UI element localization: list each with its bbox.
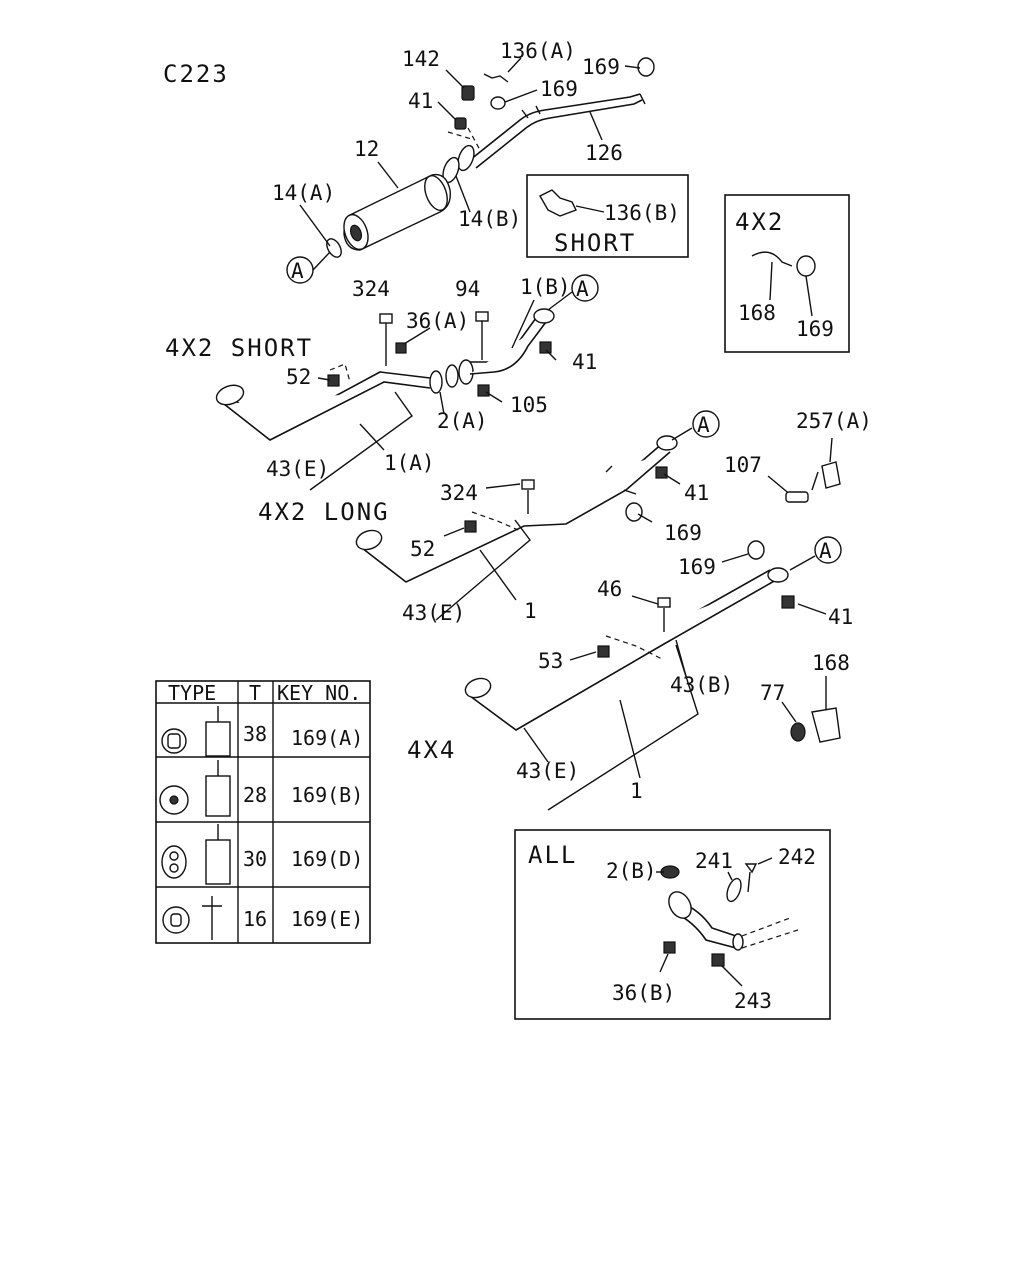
svg-text:169: 169 [582,55,620,79]
svg-text:14(B): 14(B) [458,207,521,231]
muffler [343,173,451,251]
svg-text:324: 324 [440,481,478,505]
svg-text:169: 169 [678,555,716,579]
svg-text:A: A [576,277,589,301]
svg-text:41: 41 [828,605,853,629]
svg-text:52: 52 [286,365,311,389]
svg-text:52: 52 [410,537,435,561]
svg-text:94: 94 [455,277,480,301]
table-header-type: TYPE [168,681,216,705]
svg-text:142: 142 [402,47,440,71]
table-row-t: 16 [243,907,267,931]
svg-text:241: 241 [695,849,733,873]
svg-text:136(A): 136(A) [500,39,576,63]
table-row-t: 30 [243,847,267,871]
svg-text:169: 169 [540,77,578,101]
svg-text:1(B): 1(B) [520,275,571,299]
section-4x4: 4X4 A 169 46 41 53 43(B) 43(E) 1 [407,536,853,811]
table-row-t: 28 [243,783,267,807]
svg-text:53: 53 [538,649,563,673]
svg-text:2(B): 2(B) [606,859,657,883]
svg-text:A: A [819,539,832,563]
hanger-169-right [637,57,655,77]
inset-4x2: 4X2 168 169 [724,194,850,353]
svg-text:43(E): 43(E) [266,457,329,481]
svg-text:257(A): 257(A) [796,409,872,433]
svg-text:41: 41 [684,481,709,505]
svg-text:77: 77 [760,681,785,705]
svg-text:136(B): 136(B) [604,201,680,225]
svg-text:36(B): 36(B) [612,981,675,1005]
svg-text:324: 324 [352,277,390,301]
diagram-id: C223 [163,60,229,88]
hanger-169-top [490,96,506,110]
table-header-t: T [249,681,261,705]
svg-text:36(A): 36(A) [406,309,469,333]
table-row-key: 169(E) [291,907,363,931]
svg-text:12: 12 [354,137,379,161]
muffler-assembly: A 142 136(A) 169 169 41 12 14(A) 14(B) 1… [272,39,655,284]
connector-a-4x4 [814,536,842,564]
table-row-key: 169(D) [291,847,363,871]
svg-text:243: 243 [734,989,772,1013]
nut-41-top [454,117,467,130]
svg-text:2(A): 2(A) [437,409,488,433]
section-4x2-long: 4X2 LONG A 324 41 52 169 43(E) 1 [258,409,872,625]
svg-text:41: 41 [408,89,433,113]
table-header-key: KEY NO. [277,681,361,705]
svg-text:126: 126 [585,141,623,165]
svg-text:169: 169 [796,317,834,341]
svg-text:A: A [697,413,710,437]
svg-text:SHORT: SHORT [554,229,636,257]
svg-text:168: 168 [812,651,850,675]
svg-text:4X2 LONG: 4X2 LONG [258,498,390,526]
svg-text:43(B): 43(B) [670,673,733,697]
connector-a-long [692,410,720,438]
inset-all: ALL 2(B) 241 242 36(B) 243 [514,829,831,1020]
table-row-t: 38 [243,722,267,746]
svg-text:ALL: ALL [528,841,577,869]
inset-short: 136(B) SHORT [526,174,689,258]
svg-text:A: A [291,259,304,283]
svg-text:43(E): 43(E) [402,601,465,625]
svg-text:46: 46 [597,577,622,601]
svg-text:41: 41 [572,350,597,374]
svg-text:43(E): 43(E) [516,759,579,783]
svg-text:169: 169 [664,521,702,545]
section-4x2-short: 4X2 SHORT A 324 94 1(B) [165,274,599,491]
svg-text:4X2 SHORT: 4X2 SHORT [165,334,313,362]
table-row-key: 169(B) [291,783,363,807]
svg-text:14(A): 14(A) [272,181,335,205]
svg-text:242: 242 [778,845,816,869]
svg-text:1: 1 [524,599,537,623]
svg-text:105: 105 [510,393,548,417]
svg-text:107: 107 [724,453,762,477]
svg-text:4X4: 4X4 [407,736,456,764]
connector-a-short [571,274,599,302]
table-row-key: 169(A) [291,726,363,750]
svg-text:4X2: 4X2 [735,208,784,236]
svg-text:1(A): 1(A) [384,451,435,475]
bolt-142 [461,85,475,101]
svg-text:168: 168 [738,301,776,325]
hanger-type-table: TYPE T KEY NO. 38 169(A) 28 169(B) 30 16… [155,680,371,944]
svg-text:1: 1 [630,779,643,803]
